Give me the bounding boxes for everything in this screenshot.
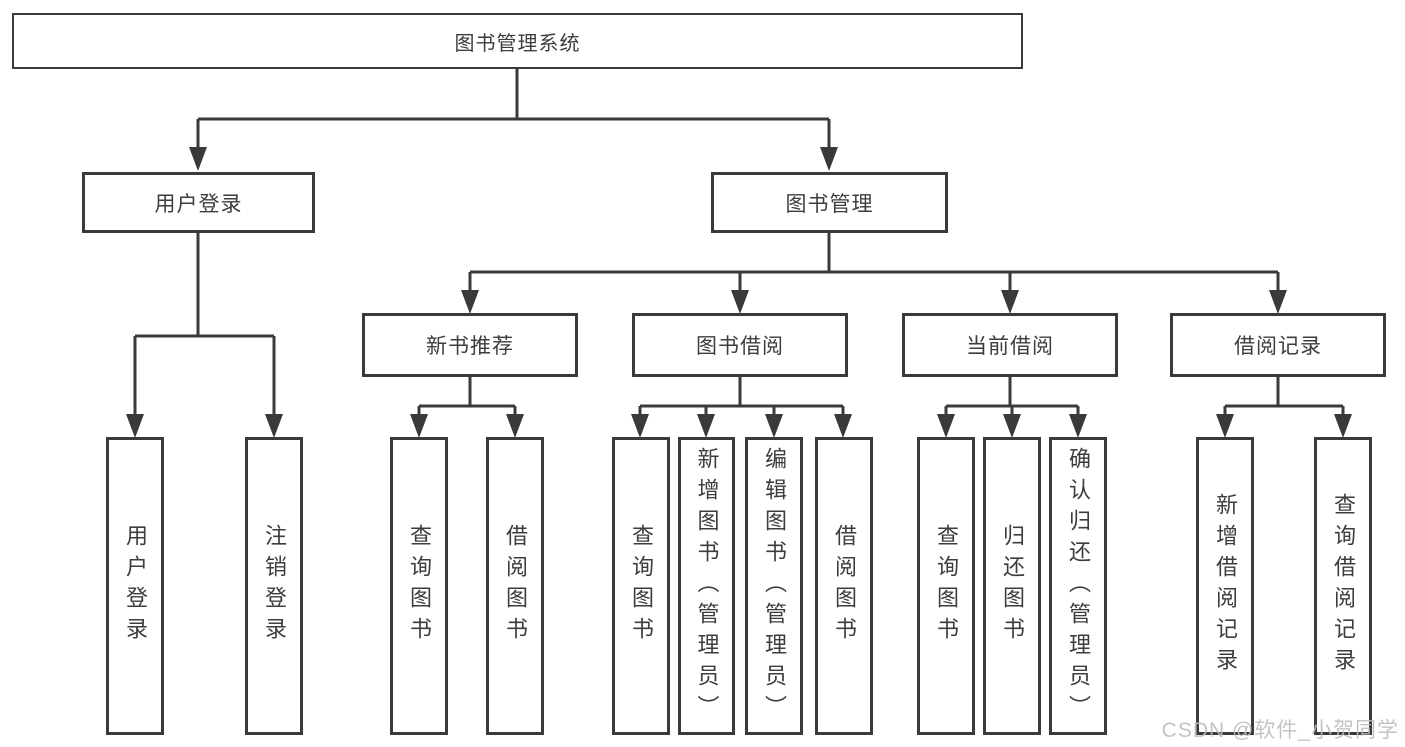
leaf-logout: 注销登录 xyxy=(245,437,303,735)
leaf-query-books-current: 查询图书 xyxy=(917,437,975,735)
leaf-add-borrow-record: 新增借阅记录 xyxy=(1196,437,1254,735)
leaf-query-books-borrowing: 查询图书 xyxy=(612,437,670,735)
leaf-add-book-admin: 新增图书（管理员） xyxy=(678,437,735,735)
node-user-login: 用户登录 xyxy=(82,172,315,233)
leaf-query-borrow-record: 查询借阅记录 xyxy=(1314,437,1372,735)
node-book-borrowing: 图书借阅 xyxy=(632,313,848,377)
node-library-system: 图书管理系统 xyxy=(12,13,1023,69)
node-current-borrowing: 当前借阅 xyxy=(902,313,1118,377)
csdn-watermark: CSDN @软件_小贺同学 xyxy=(1161,719,1399,742)
node-book-management: 图书管理 xyxy=(711,172,948,233)
leaf-query-books-recommend: 查询图书 xyxy=(390,437,448,735)
leaf-user-login: 用户登录 xyxy=(106,437,164,735)
leaf-borrow-books-borrowing: 借阅图书 xyxy=(815,437,873,735)
leaf-return-books: 归还图书 xyxy=(983,437,1041,735)
leaf-confirm-return-admin: 确认归还（管理员） xyxy=(1049,437,1107,735)
leaf-edit-book-admin: 编辑图书（管理员） xyxy=(745,437,803,735)
node-borrowing-records: 借阅记录 xyxy=(1170,313,1386,377)
node-new-book-recommend: 新书推荐 xyxy=(362,313,578,377)
leaf-borrow-books-recommend: 借阅图书 xyxy=(486,437,544,735)
